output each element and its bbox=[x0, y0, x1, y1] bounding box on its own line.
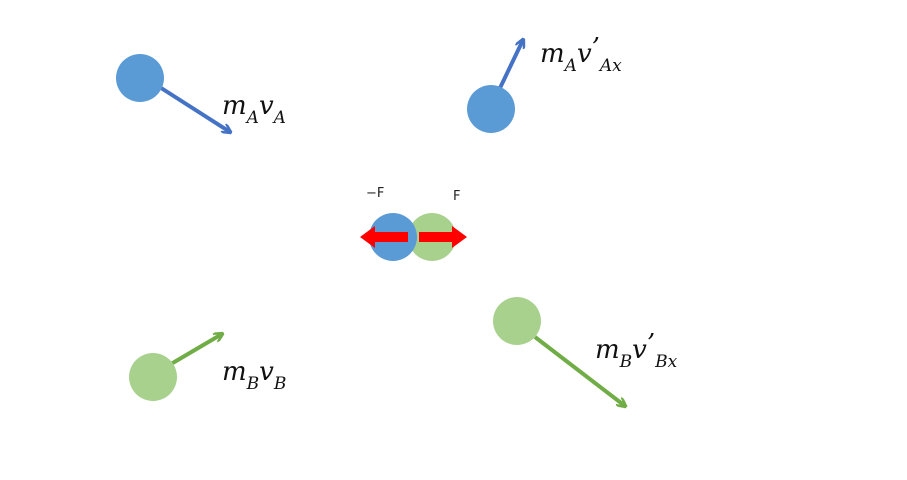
ball-b-momentum-arrow-before bbox=[169, 334, 222, 366]
ball-b-momentum-arrow-after bbox=[533, 335, 625, 406]
ball-a-momentum-arrow-before bbox=[156, 84, 230, 132]
force-arrow-left bbox=[360, 226, 408, 248]
force-label-negative: −F bbox=[366, 186, 384, 201]
label-a-after: mAv’Ax bbox=[540, 33, 622, 76]
collision-pair: −F F bbox=[360, 186, 467, 261]
ball-a-after bbox=[467, 85, 515, 133]
ball-b-after bbox=[493, 297, 541, 345]
force-arrow-right bbox=[419, 226, 467, 248]
ball-a-momentum-arrow-after bbox=[498, 40, 523, 89]
label-b-before: mBvB bbox=[222, 357, 286, 394]
force-label-positive: F bbox=[453, 189, 460, 204]
label-b-after: mBv’Bx bbox=[595, 329, 678, 372]
label-a-before: mAvA bbox=[222, 91, 286, 128]
ball-a-before bbox=[116, 54, 164, 102]
ball-b-before bbox=[129, 353, 177, 401]
